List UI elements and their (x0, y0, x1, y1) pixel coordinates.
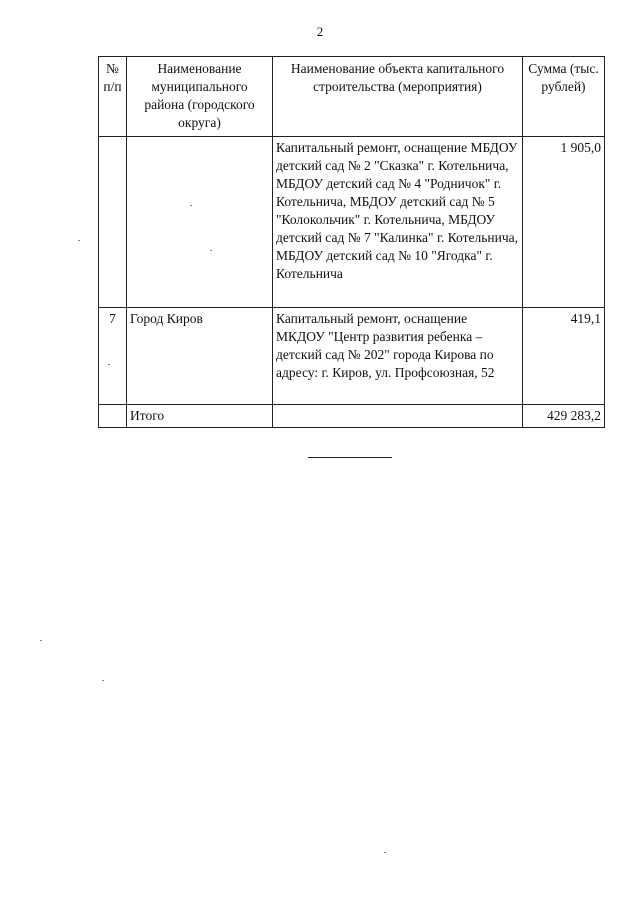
scan-speck (210, 250, 212, 251)
scan-speck (40, 640, 42, 641)
header-sum: Сумма (тыс. рублей) (522, 56, 605, 137)
table-row: Капитальный ремонт, оснащение МБДОУ детс… (98, 136, 605, 308)
row-object: Капитальный ремонт, оснащение МБДОУ детс… (272, 136, 523, 308)
total-sum: 429 283,2 (522, 404, 605, 428)
scan-speck (190, 205, 192, 206)
row-district (126, 136, 273, 308)
table-header-row: № п/п Наименование муниципального района… (98, 56, 605, 137)
header-district: Наименование муниципального района (горо… (126, 56, 273, 137)
row-district: Город Киров (126, 307, 273, 405)
row-sum: 1 905,0 (522, 136, 605, 308)
row-object: Капитальный ремонт, оснащение МКДОУ "Цен… (272, 307, 523, 405)
row-num: 7 (98, 307, 127, 405)
row-sum: 419,1 (522, 307, 605, 405)
page-number: 2 (316, 24, 324, 39)
total-num (98, 404, 127, 428)
total-object (272, 404, 523, 428)
scan-speck (102, 680, 104, 681)
header-num: № п/п (98, 56, 127, 137)
end-line (308, 457, 392, 458)
table-row: 7 Город Киров Капитальный ремонт, оснаще… (98, 307, 605, 405)
scan-speck (384, 852, 386, 853)
scan-speck (108, 364, 110, 365)
header-object: Наименование объекта капитального строит… (272, 56, 523, 137)
total-label: Итого (126, 404, 273, 428)
row-num (98, 136, 127, 308)
scan-speck (78, 240, 80, 241)
funding-table: № п/п Наименование муниципального района… (98, 56, 605, 428)
table-total-row: Итого 429 283,2 (98, 404, 605, 428)
